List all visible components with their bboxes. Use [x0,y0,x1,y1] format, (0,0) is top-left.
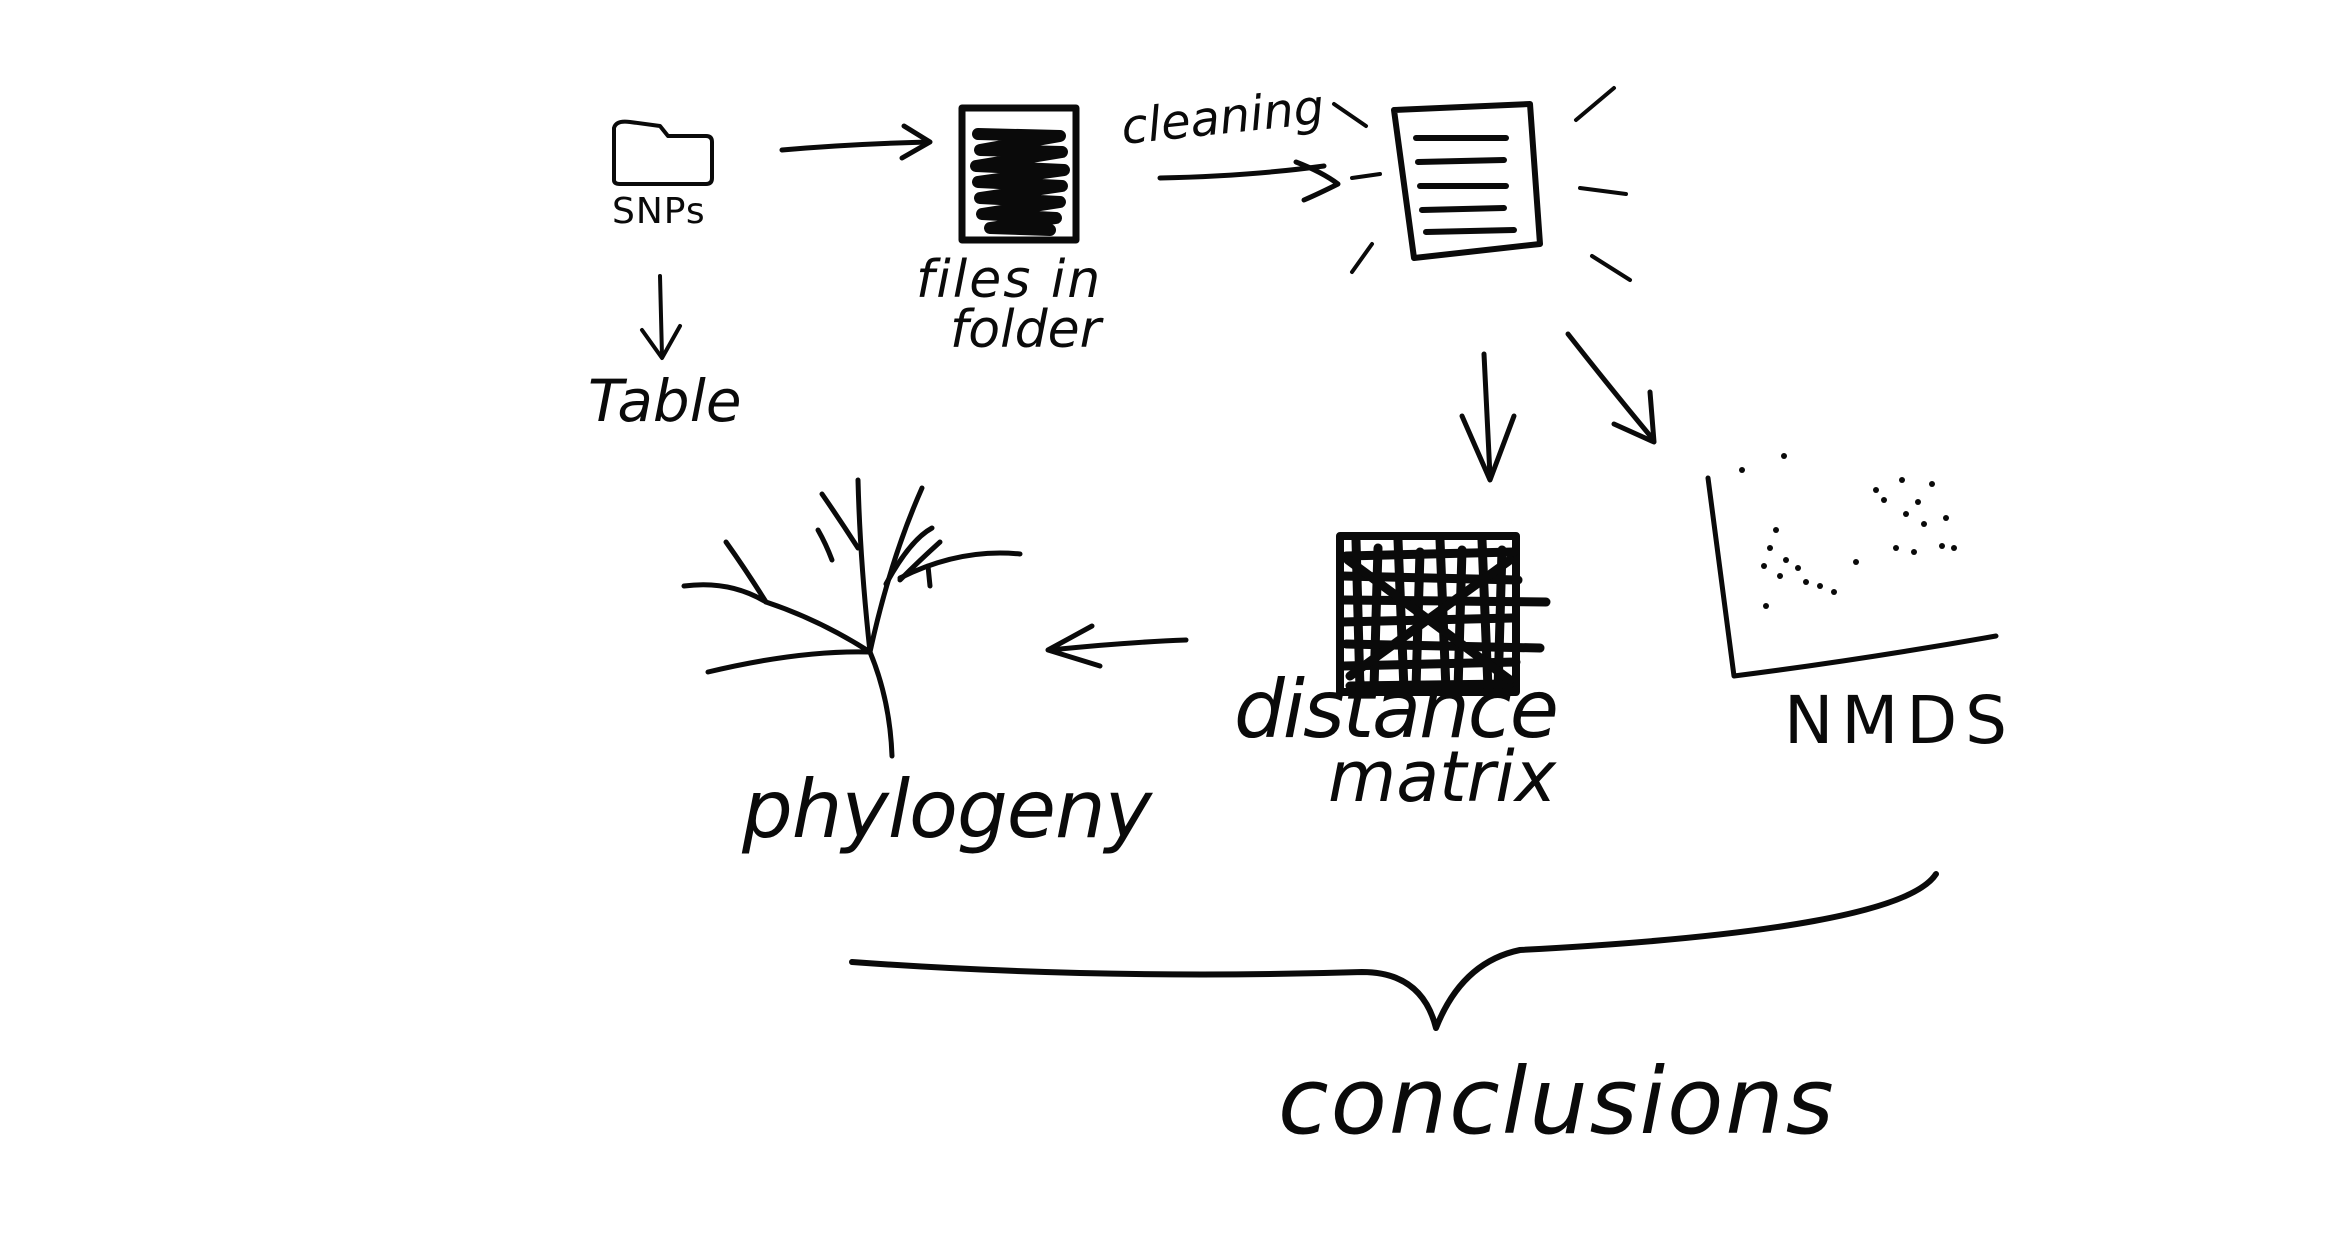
label-nmds: NMDS [1784,682,2016,759]
arrow-to-nmds [1565,331,1657,445]
label-files-in: files in [916,250,1103,310]
tree-icon [681,477,1023,759]
label-folder: folder [950,300,1101,360]
label-conclusions: conclusions [1278,1048,1836,1155]
curly-brace-icon [849,871,1939,1031]
label-matrix: matrix [1328,736,1557,818]
label-snps: SNPs [612,191,706,232]
shine-rays [1332,86,1632,282]
label-table: Table [588,367,742,435]
arrow-to-distance-matrix [1459,351,1517,483]
label-distance: distance [1234,663,1559,756]
arrow-cleaning [1157,159,1341,203]
arrow-to-phylogeny [1045,623,1189,669]
folder-icon [612,119,714,186]
hatched-matrix-icon [1336,532,1551,696]
scribbled-file-icon [958,104,1080,244]
label-phylogeny: phylogeny [742,763,1152,856]
arrow-snps-to-table [640,274,682,360]
clean-document-icon [1391,101,1543,261]
scatter-plot-icon [1705,453,1999,679]
arrow-snps-to-files [779,123,933,161]
scatter-points [1739,453,1957,609]
